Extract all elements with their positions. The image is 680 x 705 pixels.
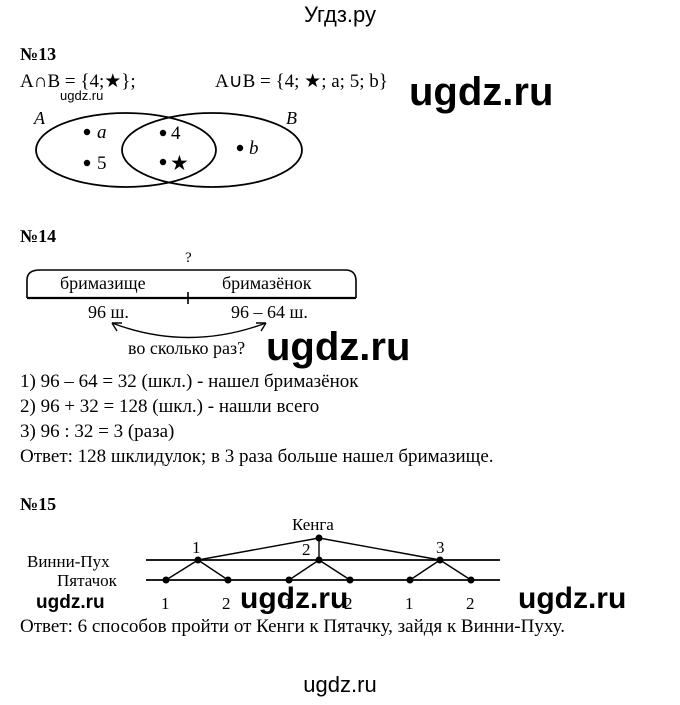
top-node-label: 3 <box>436 538 445 557</box>
task14-step-3: 3) 96 : 32 = 3 (раза) <box>20 421 175 442</box>
arrow-question-label: во сколько раз? <box>128 338 245 358</box>
watermark: ugdz.ru <box>240 582 349 615</box>
set-a-ellipse <box>35 112 217 188</box>
path-w2-p1 <box>288 559 320 581</box>
row-bottom-label: Пятачок <box>57 571 118 590</box>
path-diagram: Кенга Винни-Пух Пятачок 1 2 3 1 <box>27 515 500 613</box>
watermark: ugdz.ru <box>518 582 627 615</box>
bottom-node-label: 2 <box>466 594 475 613</box>
site-footer: ugdz.ru <box>303 672 377 697</box>
element-4-label: 4 <box>171 123 181 144</box>
watermark: ugdz.ru <box>36 592 105 613</box>
path-w3-p2 <box>439 559 472 581</box>
task14-step-1: 1) 96 – 64 = 32 (шкл.) - нашел бримазёно… <box>20 371 359 392</box>
element-a-dot <box>83 128 91 136</box>
element-star-dot <box>159 158 167 166</box>
winnie-node <box>315 556 323 564</box>
watermark: ugdz.ru <box>409 70 554 114</box>
bottom-node-label: 1 <box>284 594 293 613</box>
task14-number: №14 <box>20 226 57 246</box>
task14-answer: Ответ: 128 шклидулок; в 3 раза больше на… <box>20 446 494 467</box>
element-5-label: 5 <box>97 153 107 174</box>
start-node <box>315 534 323 542</box>
winnie-node <box>436 556 444 564</box>
element-b-label: b <box>249 138 259 159</box>
piglet-node <box>285 576 293 584</box>
path-k-w1 <box>197 537 320 561</box>
piglet-node <box>467 576 475 584</box>
task13-union: A∪B = {4; ★; a; 5; b} <box>215 71 388 92</box>
element-b-dot <box>236 144 244 152</box>
bottom-node-label: 2 <box>222 594 231 613</box>
bottom-node-label: 2 <box>344 594 353 613</box>
watermark: ugdz.ru <box>60 88 104 103</box>
top-node-label: 2 <box>302 540 311 559</box>
arrow-head-right <box>256 322 267 332</box>
winnie-node <box>194 556 202 564</box>
path-k-w3 <box>318 537 441 561</box>
bottom-node-label: 1 <box>405 594 414 613</box>
total-question-mark: ? <box>185 250 192 266</box>
piglet-node <box>162 576 170 584</box>
task15-answer: Ответ: 6 способов пройти от Кенги к Пята… <box>20 616 565 637</box>
set-a-label: A <box>33 108 46 128</box>
venn-diagram: A B a 5 4 ★ b <box>33 108 303 188</box>
task13-number: №13 <box>20 44 57 64</box>
left-segment-label: бримазище <box>60 273 146 293</box>
path-w1-p1 <box>165 559 199 581</box>
right-value-label: 96 – 64 ш. <box>231 302 308 322</box>
segment-diagram: ? бримазище бримазёнок 96 ш. 96 – 64 ш. … <box>26 250 357 358</box>
right-segment-label: бримазёнок <box>222 273 312 293</box>
comparison-arrow <box>111 322 267 339</box>
set-b-ellipse <box>121 112 303 188</box>
task14-step-2: 2) 96 + 32 = 128 (шкл.) - нашли всего <box>20 396 320 417</box>
left-value-label: 96 ш. <box>88 302 129 322</box>
top-brace <box>26 269 357 298</box>
site-header: Угдз.ру <box>303 2 377 27</box>
piglet-node <box>224 576 232 584</box>
piglet-node <box>406 576 414 584</box>
task15-number: №15 <box>20 494 57 514</box>
set-b-label: B <box>286 108 297 128</box>
top-node-label: 1 <box>192 538 201 557</box>
bottom-node-label: 1 <box>161 594 170 613</box>
path-w3-p1 <box>409 559 441 581</box>
task13-intersection: A∩B = {4;★}; <box>20 71 136 92</box>
arrow-head-left <box>111 322 122 332</box>
path-w1-p2 <box>197 559 229 581</box>
path-w2-p2 <box>318 559 351 581</box>
piglet-node <box>346 576 354 584</box>
watermark: ugdz.ru <box>266 325 411 369</box>
element-5-dot <box>83 159 91 167</box>
start-label: Кенга <box>292 515 334 534</box>
row-top-label: Винни-Пух <box>27 552 110 571</box>
element-star-label: ★ <box>170 151 189 175</box>
element-4-dot <box>159 129 167 137</box>
element-a-label: a <box>97 122 107 143</box>
